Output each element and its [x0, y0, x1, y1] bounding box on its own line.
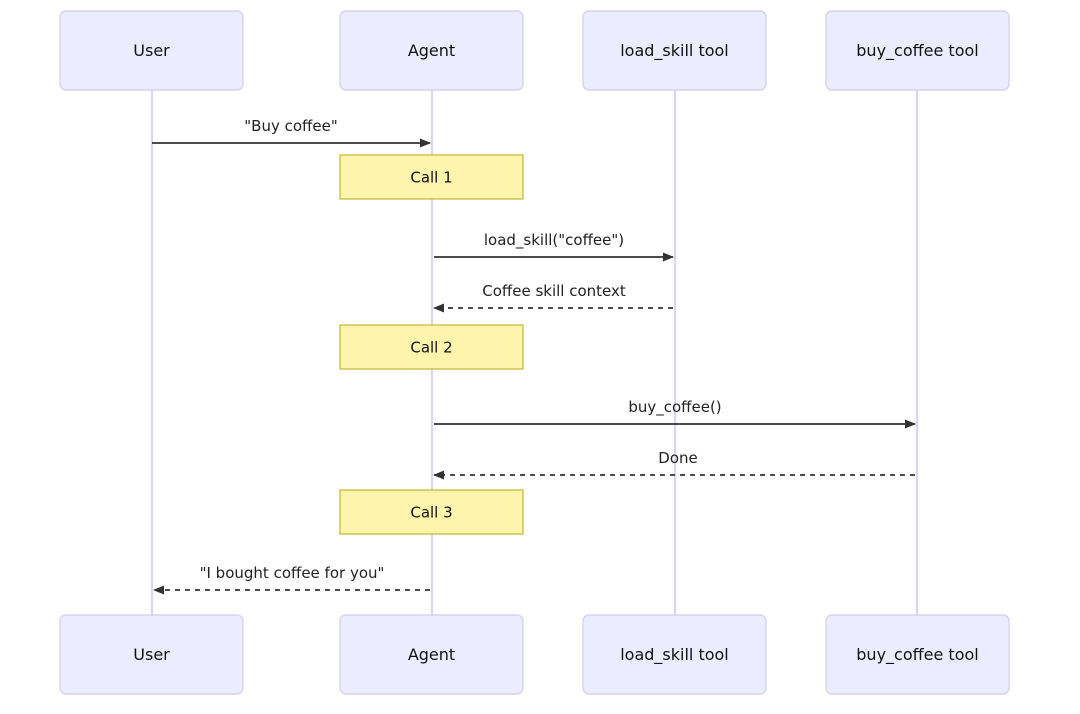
- activation-call-3[interactable]: Call 3: [339, 489, 524, 535]
- participant-label: load_skill tool: [620, 41, 729, 61]
- message-label: load_skill("coffee"): [484, 231, 624, 250]
- participant-label: buy_coffee tool: [856, 41, 978, 61]
- participant-box: [59, 614, 244, 695]
- message-msg-buy-coffee-request[interactable]: "Buy coffee": [152, 117, 431, 148]
- participant-header-user[interactable]: User: [59, 10, 244, 91]
- message-msg-buy-coffee-call[interactable]: buy_coffee(): [434, 398, 916, 429]
- participant-box: [825, 10, 1010, 91]
- participant-box: [59, 10, 244, 91]
- message-label: "Buy coffee": [244, 117, 337, 135]
- participant-label: load_skill tool: [620, 645, 729, 665]
- activation-box: [339, 324, 524, 370]
- activation-call-2[interactable]: Call 2: [339, 324, 524, 370]
- participant-box: [825, 614, 1010, 695]
- activation-box: [339, 154, 524, 200]
- message-label: buy_coffee(): [628, 398, 721, 417]
- messages-layer: "Buy coffee" load_skill("coffee") Coffee s…: [152, 117, 916, 595]
- message-label: Coffee skill context: [482, 282, 626, 300]
- participant-footer-agent[interactable]: Agent: [339, 614, 524, 695]
- participant-label: User: [133, 41, 170, 60]
- activation-label: Call 1: [410, 169, 452, 187]
- message-msg-done[interactable]: Done: [433, 449, 915, 480]
- message-label: Done: [658, 449, 697, 467]
- participant-header-buy_coffee[interactable]: buy_coffee tool: [825, 10, 1010, 91]
- participant-header-agent[interactable]: Agent: [339, 10, 524, 91]
- activation-label: Call 3: [410, 504, 452, 522]
- participant-box: [339, 614, 524, 695]
- participant-box: [339, 10, 524, 91]
- message-msg-coffee-skill-context[interactable]: Coffee skill context: [433, 282, 673, 313]
- lifelines-layer: [150, 90, 919, 615]
- participant-header-load_skill[interactable]: load_skill tool: [582, 10, 767, 91]
- participant-footer-buy_coffee[interactable]: buy_coffee tool: [825, 614, 1010, 695]
- activation-call-1[interactable]: Call 1: [339, 154, 524, 200]
- participant-footer-load_skill[interactable]: load_skill tool: [582, 614, 767, 695]
- participant-box: [582, 10, 767, 91]
- participant-label: Agent: [408, 645, 455, 664]
- activation-box: [339, 489, 524, 535]
- participant-headers: User Agent load_skill tool buy_coffee tool: [59, 10, 1010, 91]
- message-msg-load-skill-call[interactable]: load_skill("coffee"): [434, 231, 674, 262]
- activation-boxes: Call 1 Call 2 Call 3: [339, 154, 524, 535]
- participant-footers: User Agent load_skill tool buy_coffee tool: [59, 614, 1010, 695]
- participant-label: User: [133, 645, 170, 664]
- participant-label: Agent: [408, 41, 455, 60]
- participant-label: buy_coffee tool: [856, 645, 978, 665]
- message-msg-bought-coffee-reply[interactable]: "I bought coffee for you": [153, 564, 430, 595]
- participant-footer-user[interactable]: User: [59, 614, 244, 695]
- message-label: "I bought coffee for you": [200, 564, 385, 582]
- participant-box: [582, 614, 767, 695]
- activation-label: Call 2: [410, 339, 452, 357]
